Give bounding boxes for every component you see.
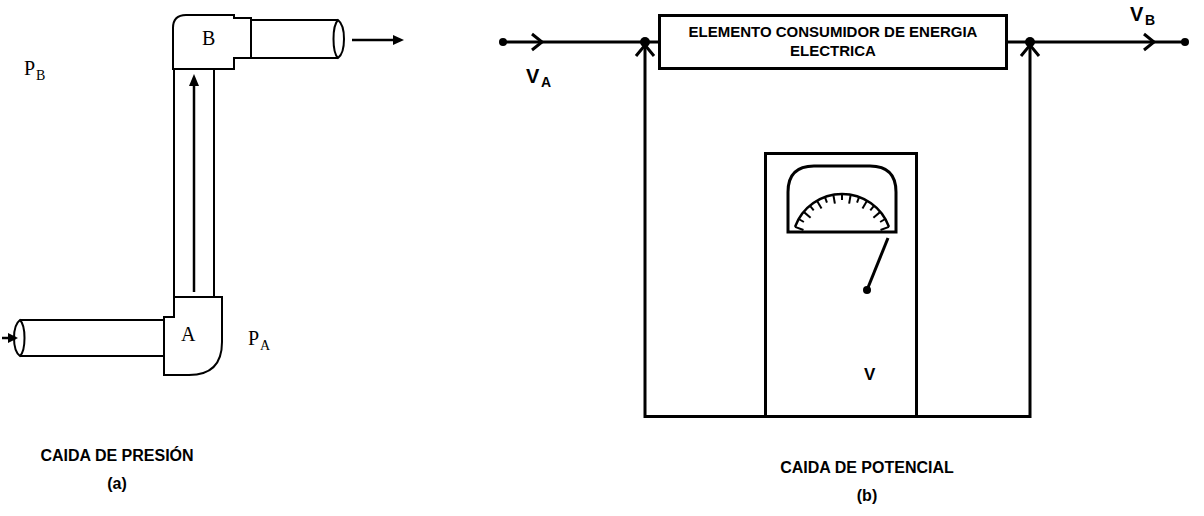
current-arrow [1144,34,1154,50]
caption: CAIDA DE POTENCIAL [780,458,954,477]
pressure-symbol: P [24,56,35,80]
voltmeter-outline [764,152,918,418]
arrowhead [189,74,199,86]
scale-tick [810,206,814,211]
dial-scale [795,194,889,227]
needle [867,238,888,290]
connector [918,37,1039,417]
scale-tick [881,227,889,230]
vertical-tube [174,70,214,296]
caption: CAIDA DE PRESIÓN [40,446,193,465]
pipe-end [334,20,345,58]
node-text: V [864,364,875,385]
voltmeter-box: V [764,152,918,418]
arrowhead [1021,45,1039,56]
elbow-body [164,297,222,375]
pressure-subscript: B [36,68,45,85]
connector [189,74,199,292]
voltage-symbol: V [1130,2,1143,26]
scale-tick [863,201,868,209]
pipe-drawing [14,20,344,356]
current-arrow [532,34,542,50]
scale-tick [870,206,874,211]
scale-tick [857,197,859,203]
caption-letter: (b) [857,486,877,505]
pressure-subscript: A [260,338,270,355]
box-border [660,16,1007,69]
node-text: A [181,322,195,347]
needle-pivot [863,286,871,294]
scale-tick [833,195,835,204]
scale-tick [804,212,811,218]
consumer-box: ELEMENTO CONSUMIDOR DE ENERGIA ELECTRICA [658,14,1008,70]
voltage-subscript: B [1145,12,1155,29]
outlet-pipe [252,20,338,58]
scale-tick [873,212,880,218]
output-wire [1030,41,1185,44]
scale-tick [825,197,827,203]
elbow-body [173,15,251,69]
box-border [766,154,917,417]
voltage-symbol: V [526,64,539,88]
scale-tick [799,219,804,222]
node-text: B [202,26,215,51]
elbow-outline [163,296,237,376]
scale-tick [841,194,843,200]
node-text: ELEMENTO CONSUMIDOR DE ENERGIA ELECTRICA [673,23,993,61]
pressure-symbol: P [248,326,259,350]
scale-tick [795,227,803,230]
voltage-subscript: A [541,74,551,91]
scale-tick [880,219,885,222]
inlet-pipe [20,320,163,356]
meter-lead [918,42,1030,417]
scale-tick [849,195,851,204]
meter-lead [645,42,764,417]
arrowhead [636,45,654,56]
dial-face [788,166,896,232]
flow-arrow [193,84,196,292]
input-wire [503,41,645,44]
connector [636,37,764,417]
elbow-fitting: B [172,14,252,70]
caption-letter: (a) [107,474,127,493]
scale-tick [817,201,822,209]
elbow-fitting: A [163,296,237,376]
